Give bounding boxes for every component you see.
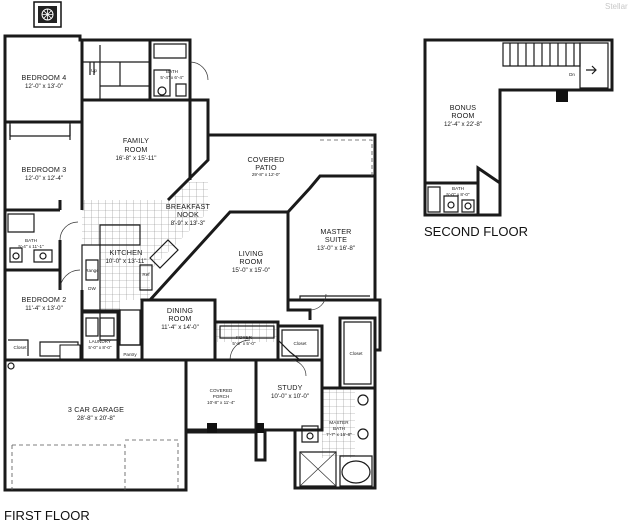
range-label: Range — [85, 268, 99, 273]
family-name2: ROOM — [124, 145, 147, 154]
bedroom3-dim: 12'-0" x 12'-4" — [25, 175, 63, 182]
second-floor-plan — [423, 38, 614, 217]
stairs-up-label: Up — [91, 68, 97, 73]
ref-label: Ref — [142, 272, 150, 277]
garage-name: 3 CAR GARAGE — [68, 405, 124, 414]
breakfast-dim: 8'-9" x 13'-3" — [171, 220, 206, 227]
bonus-dim: 12'-4" x 22'-8" — [444, 121, 482, 128]
second-floor-title: SECOND FLOOR — [424, 224, 528, 239]
compass-emblem-icon — [33, 1, 62, 28]
bath-second-dim: 5'-0" x 8'-0" — [446, 192, 470, 197]
living-dim: 15'-0" x 15'-0" — [232, 267, 270, 274]
breakfast-name: BREAKFAST — [166, 202, 211, 211]
patio-dim: 29'-8" x 12'-0" — [252, 172, 281, 177]
pantry-label: Pantry — [123, 352, 137, 357]
bath-top-name: BATH — [166, 69, 178, 74]
bonus-name2: ROOM — [451, 111, 474, 120]
foyer-dim: 5'-9" x 5'-0" — [232, 341, 256, 346]
stairs-down-label: Dn — [569, 72, 575, 77]
small-labels: Up Dn Closet Closet Closet Pantry Ref Ra… — [13, 68, 575, 357]
master-bath-dim: 7'-7" x 15'-8" — [326, 432, 352, 437]
bedroom4-dim: 12'-0" x 13'-0" — [25, 83, 63, 90]
bedroom3-name: BEDROOM 3 — [22, 165, 67, 174]
bonus-name: BONUS — [450, 103, 477, 112]
laundry-dim: 5'-0" x 8'-0" — [88, 345, 112, 350]
porch-dim: 10'-8" x 11'-4" — [207, 400, 235, 405]
kitchen-tile-area — [82, 182, 355, 458]
master-suite-dim: 13'-0" x 16'-8" — [317, 245, 355, 252]
watermark: Stellar — [605, 2, 628, 11]
dining-dim: 11'-4" x 14'-0" — [161, 324, 199, 331]
patio-name2: PATIO — [255, 163, 277, 172]
living-name: LIVING — [239, 249, 264, 258]
garage-dim: 28'-8" x 20'-8" — [77, 415, 115, 422]
first-floor-plan — [3, 34, 382, 492]
study-name: STUDY — [277, 383, 302, 392]
bath-top-dim: 5'-4" x 6'-4" — [160, 75, 184, 80]
kitchen-dim: 10'-0" x 13'-11" — [105, 258, 146, 265]
closet-label-bedroom2: Closet — [13, 345, 27, 350]
master-bath-name: MASTER — [329, 420, 349, 425]
living-name2: ROOM — [239, 257, 262, 266]
porch-name2: PORCH — [213, 394, 230, 399]
kitchen-name: KITCHEN — [110, 248, 143, 257]
dw-label: DW — [88, 286, 96, 291]
closet-label-foyer: Closet — [293, 341, 307, 346]
master-bath-name2: BATH — [333, 426, 345, 431]
master-suite-name2: SUITE — [325, 235, 347, 244]
family-name: FAMILY — [123, 136, 149, 145]
bath-left-dim: 5'-4" x 11'-1" — [18, 244, 44, 249]
bedroom2-name: BEDROOM 2 — [22, 295, 67, 304]
bath-second-name: BATH — [452, 186, 464, 191]
laundry-name: LAUNDRY — [89, 339, 111, 344]
patio-name: COVERED — [248, 155, 285, 164]
bath-left-name: BATH — [25, 238, 37, 243]
bedroom4-name: BEDROOM 4 — [22, 73, 67, 82]
closet-label-master: Closet — [349, 351, 363, 356]
first-floor-title: FIRST FLOOR — [4, 508, 90, 523]
study-dim: 10'-0" x 10'-0" — [271, 393, 309, 400]
breakfast-name2: NOOK — [177, 210, 199, 219]
bedroom2-dim: 11'-4" x 13'-0" — [25, 305, 63, 312]
dining-name2: ROOM — [168, 314, 191, 323]
foyer-name: FOYER — [236, 335, 253, 340]
master-suite-name: MASTER — [320, 227, 351, 236]
room-labels: BEDROOM 4 12'-0" x 13'-0" FAMILY ROOM 16… — [18, 69, 482, 437]
family-dim: 16'-8" x 15'-11" — [115, 155, 156, 162]
porch-name: COVERED — [210, 388, 233, 393]
dining-name: DINING — [167, 306, 194, 315]
